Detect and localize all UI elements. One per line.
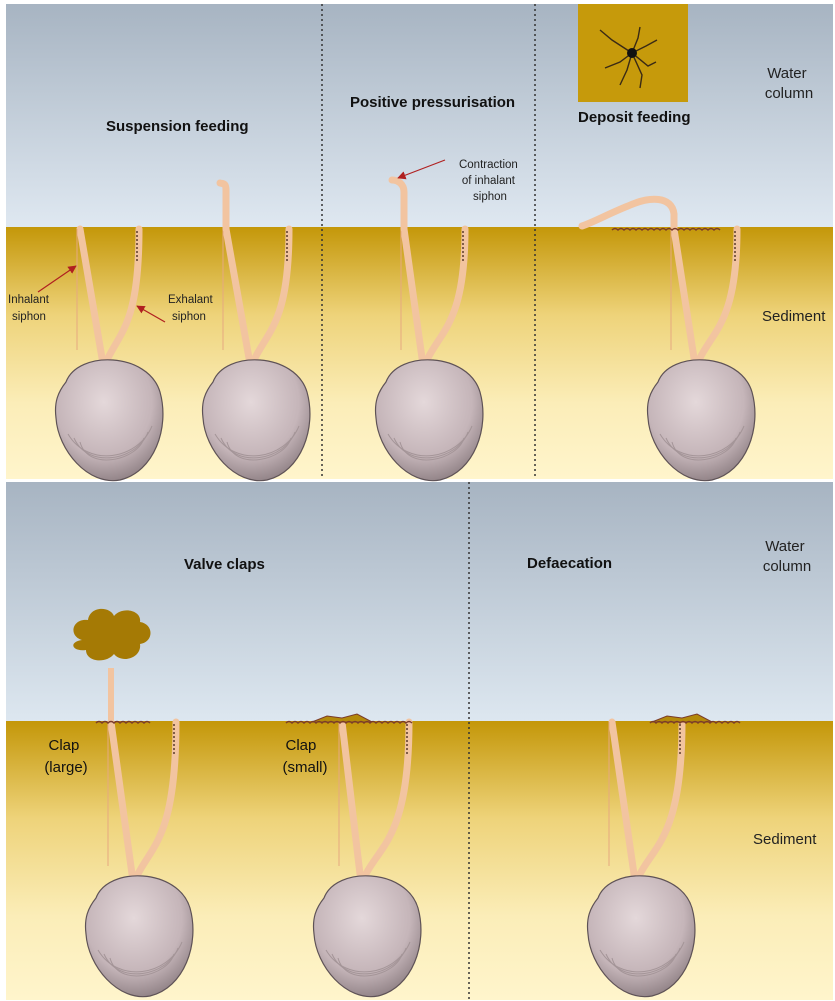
sediment-label: Sediment [762,308,826,325]
panel-title-deposit: Deposit feeding [578,109,691,126]
panel-title-valve-claps: Valve claps [184,556,265,573]
panel-title-defaecation: Defaecation [527,555,612,572]
deposit-feeding-inset [578,4,688,102]
panel-title-positive: Positive pressurisation [350,94,515,111]
sediment-label: Sediment [753,831,817,848]
water-column-bottom [6,482,833,721]
panel-title-suspension: Suspension feeding [106,118,249,135]
water-column-top [6,4,833,227]
